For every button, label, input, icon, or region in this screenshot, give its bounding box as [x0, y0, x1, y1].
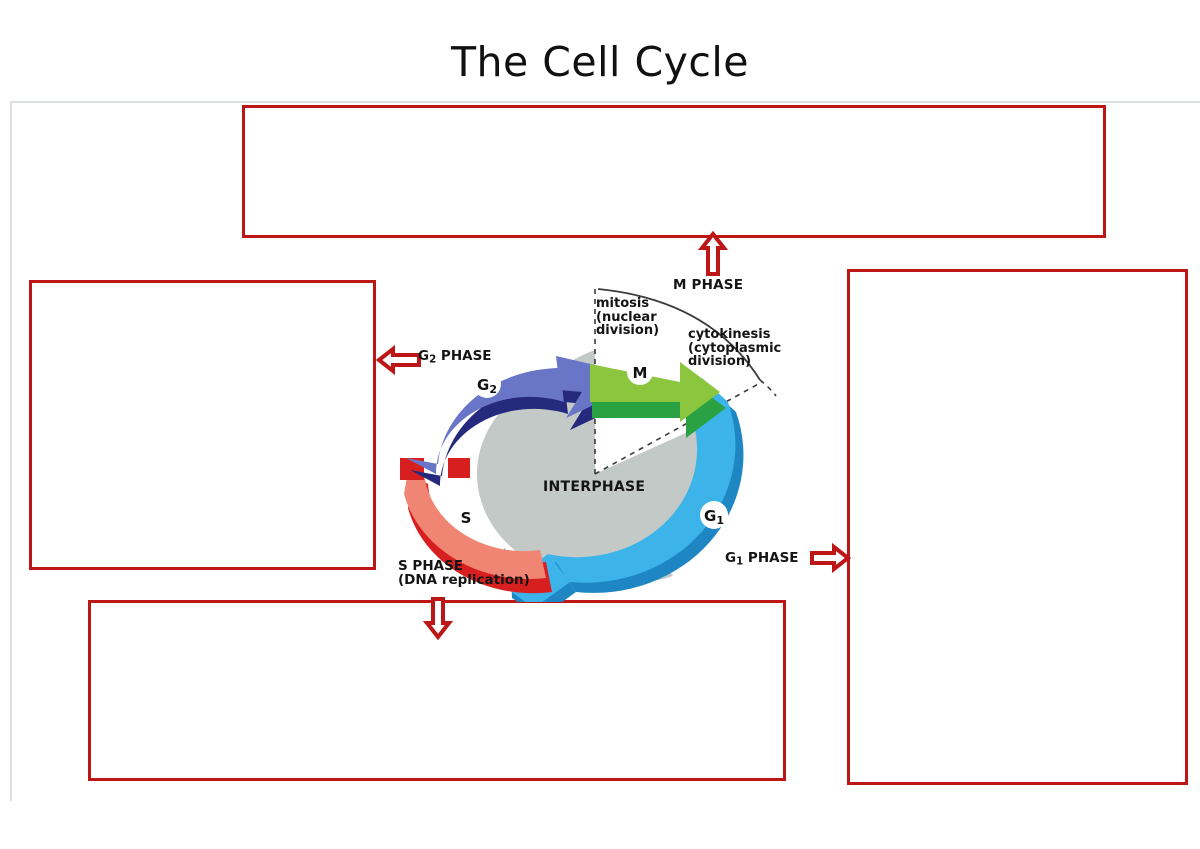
- g1-phase-arrow-right-icon: [810, 542, 852, 574]
- m-phase-arrow: [590, 362, 726, 438]
- m-phase-label: M PHASE: [673, 277, 744, 293]
- g2-phase-label-suffix: PHASE: [436, 348, 492, 364]
- s-phase-arrow-down-icon: [422, 597, 454, 641]
- cell-cycle-diagram: G2 M S G1: [380, 262, 840, 602]
- g2-phase-marker: G2: [473, 370, 501, 398]
- page-title: The Cell Cycle: [450, 38, 749, 86]
- m-phase-arc-dash: [759, 379, 777, 397]
- s-phase-label: S PHASE (DNA replication): [398, 558, 530, 589]
- g2-phase-label-prefix: G: [418, 348, 430, 364]
- m-phase-marker: M: [627, 359, 653, 385]
- g1-phase-label-suffix: PHASE: [743, 550, 799, 566]
- g2-phase-label-sub: 2: [429, 353, 437, 366]
- interphase-label: INTERPHASE: [543, 479, 646, 495]
- cell-cycle-svg: G2 M S G1: [400, 288, 777, 602]
- page-frame-top-rule: [10, 101, 1200, 103]
- page-frame-left-rule: [10, 101, 12, 801]
- m-phase-arrow-up-icon: [697, 230, 729, 276]
- g1-phase-marker: G1: [700, 501, 728, 529]
- svg-text:M: M: [633, 364, 648, 382]
- g1-phase-label-prefix: G: [725, 550, 737, 566]
- svg-text:S: S: [461, 509, 472, 527]
- m-phase-arc: [597, 288, 761, 381]
- g2-phase-arrow-left-icon: [375, 344, 421, 376]
- g2-phase-answer-box[interactable]: [29, 280, 376, 570]
- g2-phase-label: G2 PHASE: [418, 349, 492, 365]
- g1-phase-label: G1 PHASE: [725, 551, 799, 567]
- s-phase-marker: S: [453, 504, 479, 530]
- g1-phase-label-sub: 1: [736, 555, 744, 568]
- mitosis-label: mitosis (nuclear division): [596, 296, 660, 339]
- g1-phase-answer-box[interactable]: [847, 269, 1188, 785]
- m-phase-answer-box[interactable]: [242, 105, 1106, 238]
- cytokinesis-label: cytokinesis (cytoplasmic division): [688, 327, 782, 370]
